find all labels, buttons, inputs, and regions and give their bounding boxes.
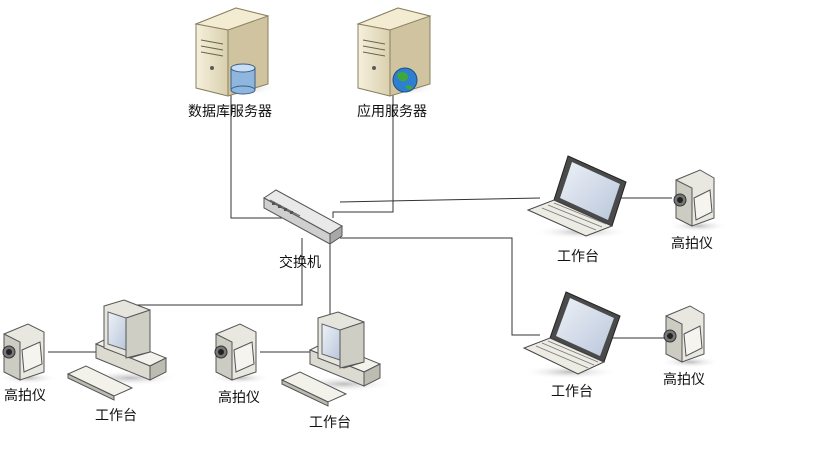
document-camera-icon[interactable] [210, 323, 270, 384]
keyboard-icon [280, 371, 348, 407]
desktop-1-label: 工作台 [95, 408, 137, 424]
wire-db-switch [230, 90, 300, 219]
laptop-icon[interactable] [522, 291, 621, 379]
desktop-2-label: 工作台 [309, 415, 351, 431]
wire-switch-laptop1 [339, 197, 541, 203]
wire-switch-desktop1 [130, 238, 303, 306]
laptop-icon[interactable] [526, 155, 630, 239]
laptop-2-label: 工作台 [551, 384, 593, 400]
wire-switch-laptop2 [340, 237, 540, 336]
db-server-label: 数据库服务器 [188, 104, 272, 120]
database-cylinder-icon [230, 63, 256, 95]
wire-app-switch [332, 90, 394, 218]
desktop-computer-icon[interactable] [280, 311, 394, 407]
keyboard-icon [66, 365, 134, 401]
document-camera-icon[interactable] [0, 323, 58, 384]
camera-2-label: 高拍仪 [663, 371, 705, 388]
db-server-icon[interactable] [194, 7, 278, 97]
switch-label: 交换机 [279, 254, 321, 271]
camera-1-label: 高拍仪 [671, 235, 713, 252]
connections [48, 90, 672, 353]
app-server-label: 应用服务器 [357, 103, 427, 120]
camera-4-label: 高拍仪 [218, 389, 260, 406]
document-camera-icon[interactable] [660, 305, 720, 368]
document-camera-icon[interactable] [668, 169, 728, 232]
laptop-1-label: 工作台 [557, 249, 599, 265]
desktop-computer-icon[interactable] [66, 299, 180, 401]
camera-3-label: 高拍仪 [4, 387, 46, 404]
switch-icon[interactable] [263, 189, 343, 245]
globe-icon [392, 67, 418, 93]
app-server-icon[interactable] [356, 7, 438, 97]
